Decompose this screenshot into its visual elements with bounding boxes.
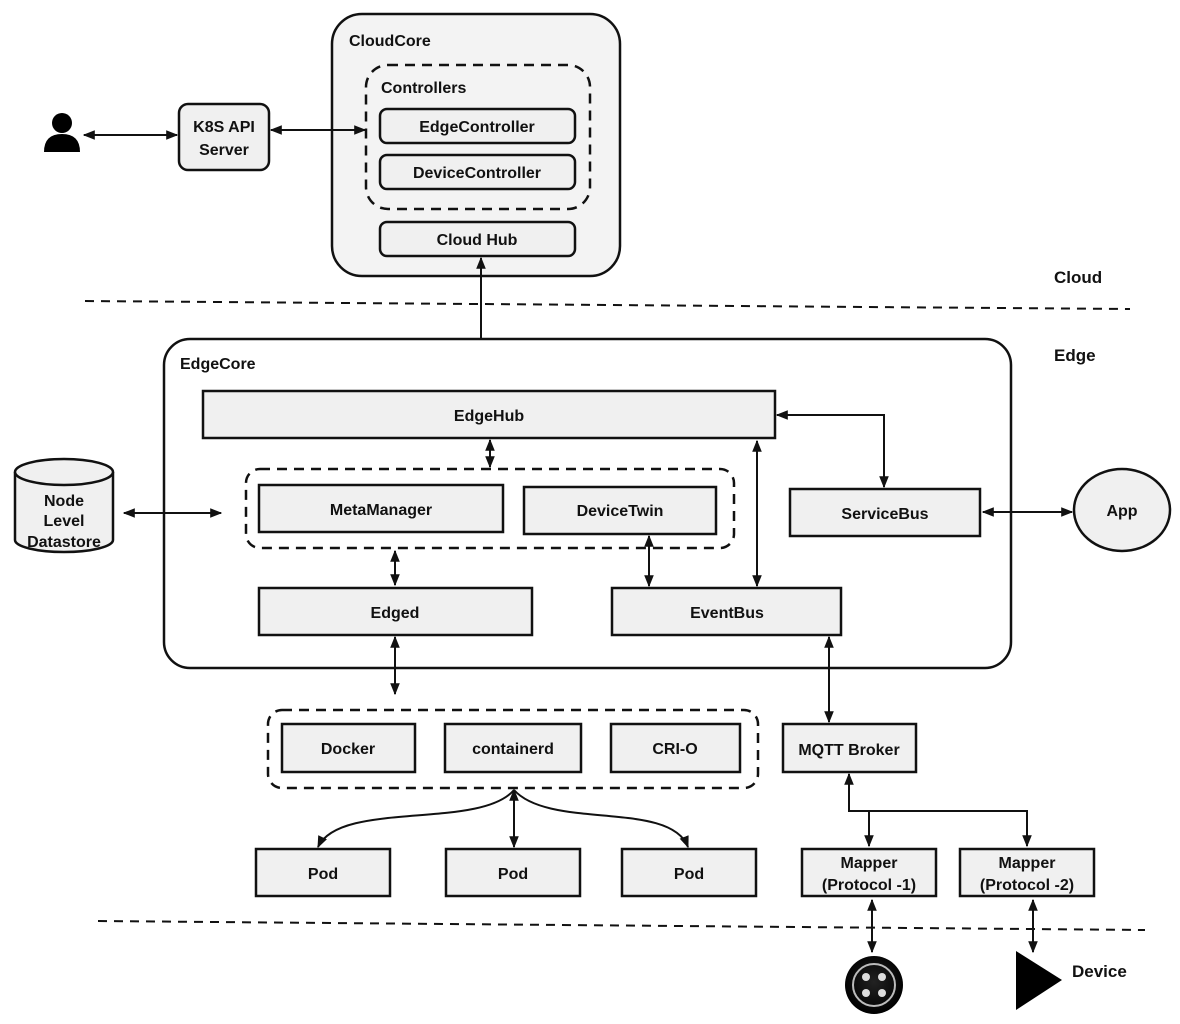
mapper-label-line2: (Protocol -1) [822, 877, 916, 894]
meta-twin-group [244, 467, 736, 550]
eventbus-label: EventBus [690, 605, 764, 622]
devicetwin[interactable]: DeviceTwin [522, 485, 718, 536]
runtime-crio[interactable]: CRI-O [609, 722, 742, 774]
metamanager[interactable]: MetaManager [257, 483, 505, 534]
mapper-label-line1: Mapper [841, 855, 898, 872]
runtime-docker[interactable]: Docker [280, 722, 417, 774]
edgehub[interactable]: EdgeHub [201, 389, 777, 440]
edgehub-label: EdgeHub [454, 408, 524, 425]
edge-controller-label: EdgeController [419, 119, 535, 136]
edgecore-title: EdgeCore [180, 356, 256, 373]
user-icon [44, 113, 80, 152]
k8s-api-label-line2: Server [199, 142, 249, 159]
app[interactable]: App [1072, 467, 1172, 553]
datastore-label-line1: Node [44, 493, 84, 510]
datastore-label-line2: Level [44, 513, 85, 530]
region-label-edge: Edge [1054, 346, 1096, 365]
mapper-label-line1: Mapper [999, 855, 1056, 872]
cloud-edge-separator [84, 300, 1131, 310]
device-controller-label: DeviceController [413, 165, 541, 182]
pod-label: Pod [674, 866, 704, 883]
runtimes-group [266, 708, 760, 790]
eventbus[interactable]: EventBus [610, 586, 843, 637]
node-level-datastore[interactable]: Node Level Datastore [13, 457, 115, 554]
cloudcore-title: CloudCore [349, 33, 431, 50]
device-controller[interactable]: DeviceController [378, 153, 577, 191]
runtime-label: Docker [321, 741, 375, 758]
cloud-hub-label: Cloud Hub [437, 232, 518, 249]
edgehub-servicebus-connector [775, 410, 889, 489]
mqtt-broker[interactable]: MQTT Broker [781, 722, 918, 774]
runtime-containerd[interactable]: containerd [443, 722, 583, 774]
edged[interactable]: Edged [257, 586, 534, 637]
datastore-label-line3: Datastore [27, 534, 101, 551]
region-label-cloud: Cloud [1054, 268, 1102, 287]
runtimes-pod3-connector [513, 789, 689, 849]
edge-device-separator [97, 920, 1146, 931]
pod[interactable]: Pod [444, 847, 582, 898]
pod[interactable]: Pod [620, 847, 758, 898]
runtime-label: CRI-O [652, 741, 697, 758]
pod-label: Pod [498, 866, 528, 883]
cloudcore-container: CloudCore Controllers EdgeController Dev… [330, 12, 622, 278]
servicebus[interactable]: ServiceBus [788, 487, 982, 538]
edged-label: Edged [371, 605, 420, 622]
region-label-device: Device [1072, 962, 1127, 981]
k8s-api-server[interactable]: K8S API Server [177, 102, 271, 172]
edgecore-container: EdgeCore EdgeHub MetaManager DeviceTwin … [162, 337, 1013, 670]
metamanager-label: MetaManager [330, 502, 432, 519]
pod-label: Pod [308, 866, 338, 883]
runtimes-pod1-connector [317, 789, 515, 849]
button-device-icon [845, 956, 903, 1014]
mapper-protocol-2[interactable]: Mapper (Protocol -2) [958, 847, 1096, 898]
pod[interactable]: Pod [254, 847, 392, 898]
servicebus-label: ServiceBus [841, 506, 928, 523]
mapper-label-line2: (Protocol -2) [980, 877, 1074, 894]
edge-controller[interactable]: EdgeController [378, 107, 577, 145]
app-label: App [1106, 503, 1137, 520]
mapper-protocol-1[interactable]: Mapper (Protocol -1) [800, 847, 938, 898]
controllers-title: Controllers [381, 80, 466, 97]
mqtt-broker-label: MQTT Broker [798, 742, 899, 759]
mqtt-mapper2-connector [844, 772, 1032, 848]
controllers-group [364, 63, 592, 211]
k8s-api-label-line1: K8S API [193, 119, 255, 136]
triangle-device-icon [1016, 951, 1062, 1010]
runtime-label: containerd [472, 741, 554, 758]
cloud-hub[interactable]: Cloud Hub [378, 220, 577, 258]
devicetwin-label: DeviceTwin [577, 503, 664, 520]
